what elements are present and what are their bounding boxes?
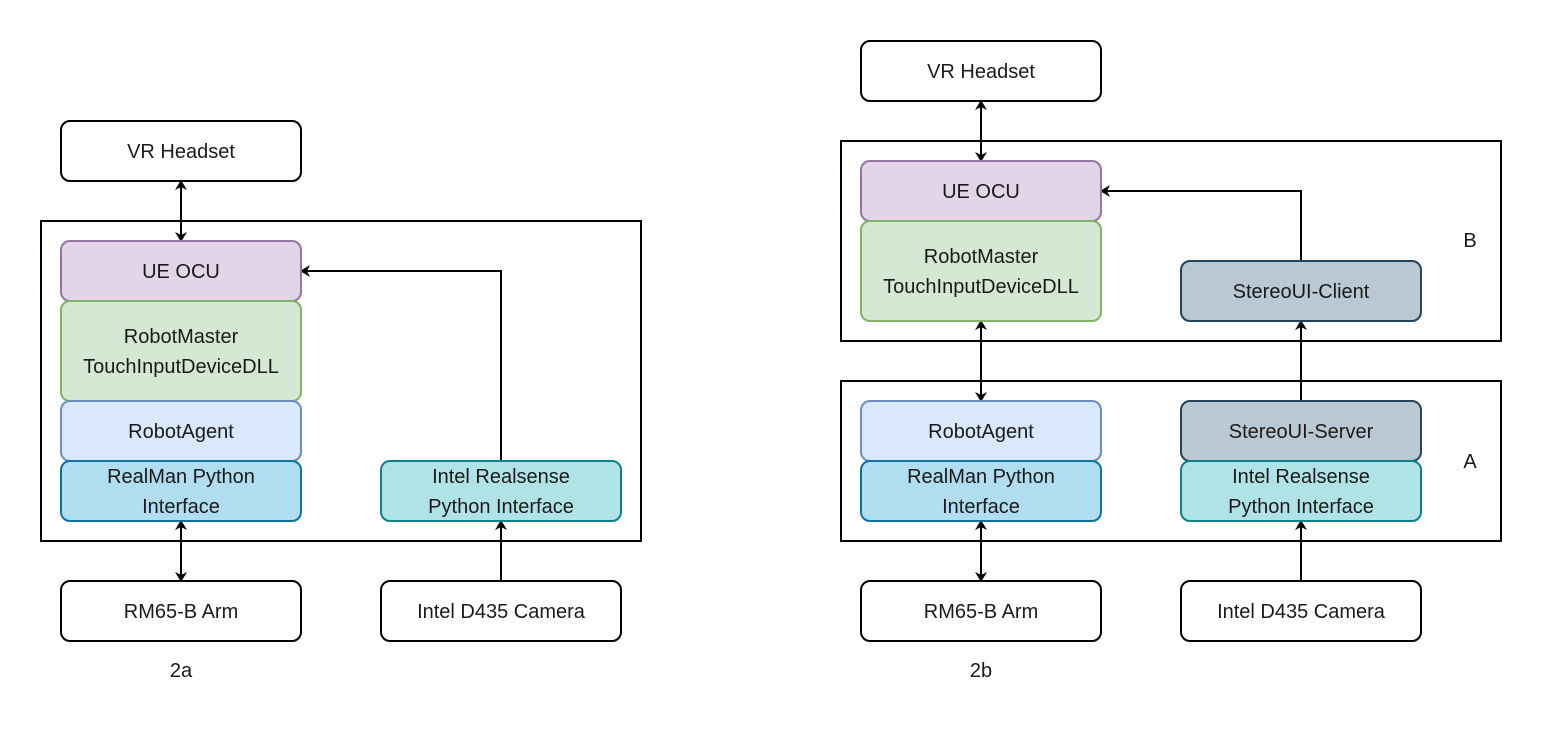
node-a-ue[interactable]: UE OCU	[60, 240, 302, 302]
group-boundary	[840, 380, 1502, 542]
node-label: VR Headset	[927, 61, 1035, 83]
node-b-ra[interactable]: RobotAgent	[860, 400, 1102, 462]
node-label: Interface	[942, 496, 1020, 518]
node-b-arm[interactable]: RM65-B Arm	[860, 580, 1102, 642]
node-label: TouchInputDeviceDLL	[83, 356, 279, 378]
node-box	[60, 300, 302, 402]
node-label: RM65-B Arm	[924, 601, 1038, 623]
node-label: RobotAgent	[128, 421, 234, 443]
node-a-arm[interactable]: RM65-B Arm	[60, 580, 302, 642]
captions-layer: 2a 2b	[170, 660, 992, 682]
group-a-main	[40, 220, 642, 542]
node-label: Intel D435 Camera	[1217, 601, 1386, 623]
diagram-caption: 2a	[170, 660, 193, 682]
node-label: RobotAgent	[928, 421, 1034, 443]
node-b-ue[interactable]: UE OCU	[860, 160, 1102, 222]
node-a-ra[interactable]: RobotAgent	[60, 400, 302, 462]
node-b-ss[interactable]: StereoUI-Server	[1180, 400, 1422, 462]
group-label: B	[1463, 230, 1476, 252]
node-box	[1180, 460, 1422, 522]
node-label: Python Interface	[428, 496, 574, 518]
group-boundary	[840, 140, 1502, 342]
node-box	[380, 580, 622, 642]
node-label: Intel Realsense	[1232, 466, 1370, 488]
node-box	[60, 580, 302, 642]
groups-layer: BA	[40, 140, 1502, 542]
node-label: RealMan Python	[907, 466, 1055, 488]
node-label: UE OCU	[142, 261, 220, 283]
node-label: RealMan Python	[107, 466, 255, 488]
node-label: Interface	[142, 496, 220, 518]
node-b-sc[interactable]: StereoUI-Client	[1180, 260, 1422, 322]
group-label: A	[1463, 451, 1477, 473]
node-a-vr[interactable]: VR Headset	[60, 120, 302, 182]
node-label: Python Interface	[1228, 496, 1374, 518]
node-label: Intel Realsense	[432, 466, 570, 488]
node-box	[860, 40, 1102, 102]
node-b-cam[interactable]: Intel D435 Camera	[1180, 580, 1422, 642]
node-b-vr[interactable]: VR Headset	[860, 40, 1102, 102]
node-label: RM65-B Arm	[124, 601, 238, 623]
node-a-cam[interactable]: Intel D435 Camera	[380, 580, 622, 642]
node-label: StereoUI-Client	[1233, 281, 1370, 303]
node-box	[860, 580, 1102, 642]
node-box	[860, 460, 1102, 522]
node-box	[60, 120, 302, 182]
node-box	[60, 460, 302, 522]
node-box	[1180, 260, 1422, 322]
edge-a-irs-to-a-ue	[300, 265, 502, 461]
node-label: StereoUI-Server	[1229, 421, 1374, 443]
node-box	[380, 460, 622, 522]
node-label: Intel D435 Camera	[417, 601, 586, 623]
node-label: TouchInputDeviceDLL	[883, 276, 1079, 298]
node-label: RobotMaster	[124, 326, 239, 348]
group-boundary	[40, 220, 642, 542]
node-box	[1180, 580, 1422, 642]
group-b-group: B	[840, 140, 1502, 342]
node-label: RobotMaster	[924, 246, 1039, 268]
node-box	[860, 220, 1102, 322]
group-a-group: A	[840, 380, 1502, 542]
node-label: UE OCU	[942, 181, 1020, 203]
node-label: VR Headset	[127, 141, 235, 163]
edge-b-sc-to-b-ue	[1100, 185, 1302, 261]
diagram-caption: 2b	[970, 660, 992, 682]
edges-layer	[175, 100, 1307, 582]
